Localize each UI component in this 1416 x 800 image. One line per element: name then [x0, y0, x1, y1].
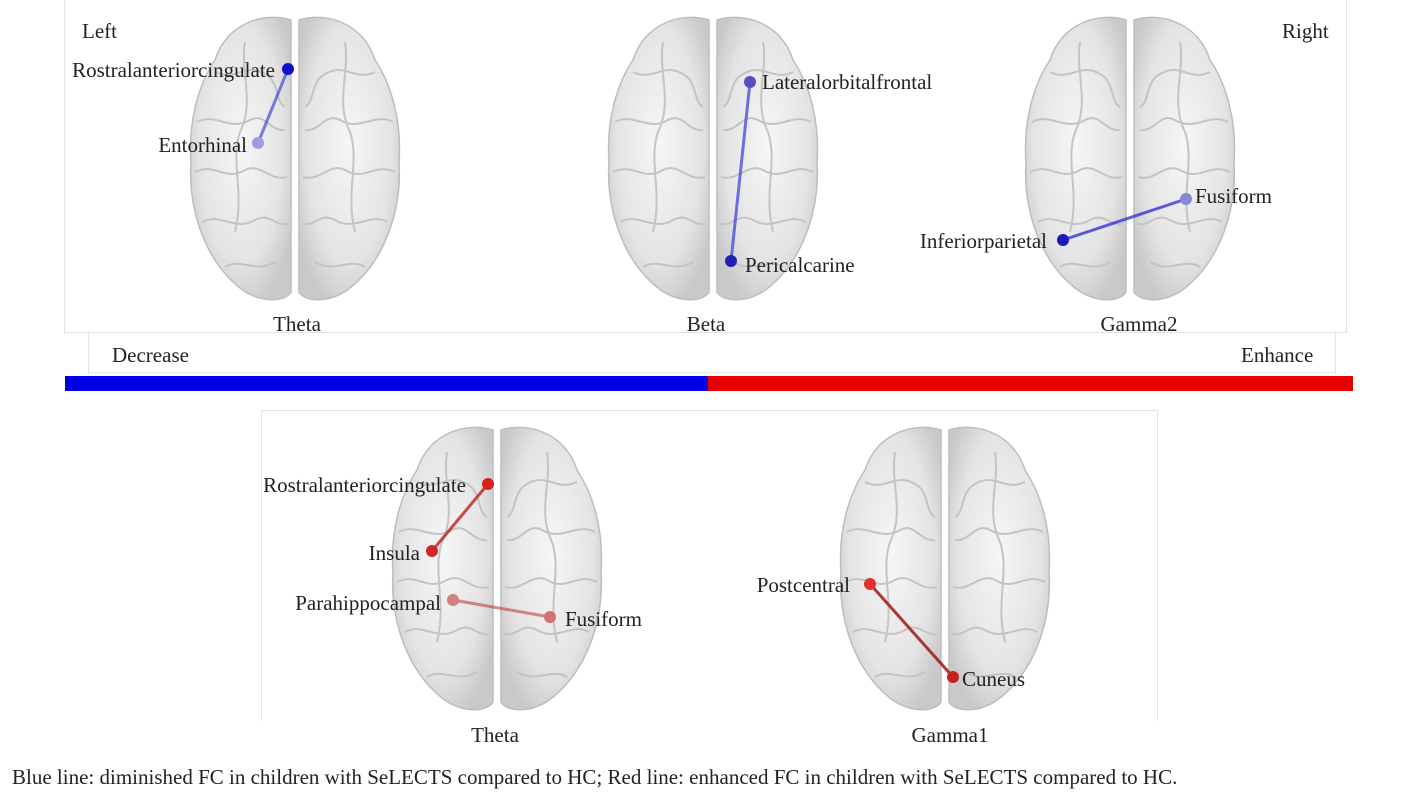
label-fusiform: Fusiform: [1195, 184, 1273, 208]
left-label: Left: [82, 19, 117, 43]
panel-title-gamma2: Gamma2: [1100, 312, 1178, 336]
edge-beta: [729, 81, 752, 262]
node-rostralanteriorcingulate: [282, 63, 294, 75]
label-parahippocampal: Parahippocampal: [295, 591, 441, 615]
node-parahippocampal: [447, 594, 459, 606]
enhance-color-bar: [708, 376, 1353, 391]
edge-gamma1: [868, 583, 955, 678]
node-lateralorbitalfrontal: [744, 76, 756, 88]
node-entorhinal: [252, 137, 264, 149]
label-entorhinal: Entorhinal: [158, 133, 247, 157]
panel-title-beta: Beta: [686, 312, 726, 336]
bottom-panel-frame: [261, 410, 1158, 721]
panel-title-gamma1: Gamma1: [911, 723, 989, 747]
legend-frame: [88, 332, 1336, 373]
node-pericalcarine: [725, 255, 737, 267]
edge-gamma2: [1062, 197, 1187, 242]
node-cuneus: [947, 671, 959, 683]
right-label: Right: [1282, 19, 1329, 43]
node-inferiorparietal: [1057, 234, 1069, 246]
node-rostralanteriorcingulate: [482, 478, 494, 490]
label-inferiorparietal: Inferiorparietal: [919, 229, 1047, 253]
panel-title-theta: Theta: [273, 312, 321, 336]
node-insula: [426, 545, 438, 557]
edge-theta-decrease: [256, 68, 290, 144]
edge-theta-enhance-1: [430, 483, 490, 552]
node-postcentral: [864, 578, 876, 590]
label-rostralanteriorcingulate: Rostralanteriorcingulate: [263, 473, 466, 497]
panel-title-theta: Theta: [471, 723, 519, 747]
figure-caption: Blue line: diminished FC in children wit…: [12, 765, 1178, 789]
top-panel-frame: [64, 0, 1347, 333]
label-insula: Insula: [368, 541, 420, 565]
enhance-label: Enhance: [1241, 343, 1314, 367]
label-fusiform: Fusiform: [565, 607, 643, 631]
node-fusiform: [1180, 193, 1192, 205]
label-pericalcarine: Pericalcarine: [745, 253, 855, 277]
edge-theta-enhance-2: [452, 598, 551, 619]
label-lateralorbitalfrontal: Lateralorbitalfrontal: [762, 70, 933, 94]
label-postcentral: Postcentral: [756, 573, 850, 597]
decrease-color-bar: [65, 376, 708, 391]
label-cuneus: Cuneus: [962, 667, 1025, 691]
node-fusiform: [544, 611, 556, 623]
label-rostralanteriorcingulate: Rostralanteriorcingulate: [72, 58, 275, 82]
decrease-label: Decrease: [112, 343, 189, 367]
